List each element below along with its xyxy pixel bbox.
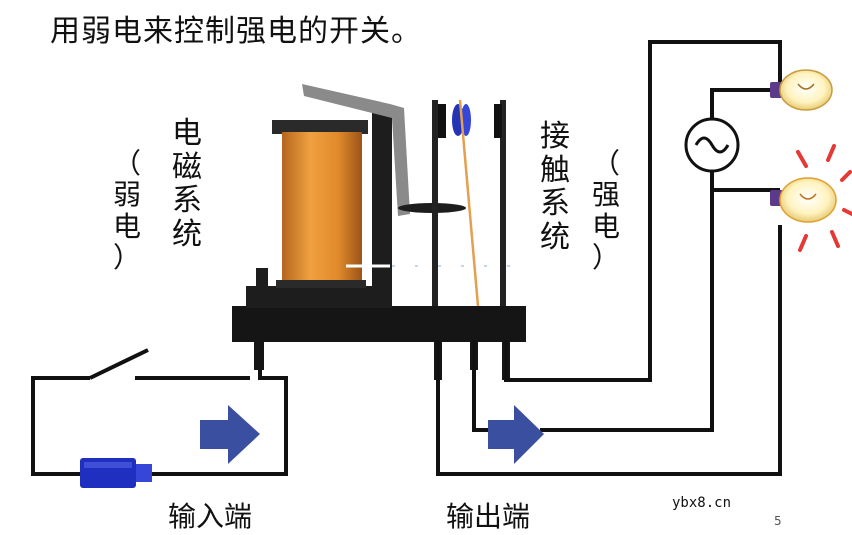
output-wire-lamp2 — [710, 170, 780, 192]
input-terminal-label: 输入端 — [168, 500, 253, 533]
relay-base — [232, 306, 526, 342]
coil-icon — [282, 132, 362, 284]
input-circuit — [31, 340, 288, 476]
strong-power-label: （ 强 电 ） — [592, 147, 621, 275]
label-char: 磁 — [172, 149, 202, 185]
ac-source-icon — [684, 117, 740, 173]
lightbulb-icon — [770, 69, 833, 111]
label-char: 统 — [540, 219, 570, 255]
label-char: ） — [113, 241, 142, 275]
input-wire-left — [31, 376, 90, 476]
contact-system-label: 接 触 系 统 — [540, 120, 570, 254]
input-arrow-icon — [200, 405, 260, 464]
label-char: 电 — [113, 209, 142, 243]
switch-icon — [89, 348, 149, 380]
base-pin — [254, 340, 264, 370]
output-terminal-label: 输出端 — [446, 500, 531, 533]
yoke-bottom — [246, 286, 392, 308]
label-char: （ — [592, 147, 621, 180]
label-char: ） — [592, 241, 621, 275]
output-wire-inner — [472, 340, 490, 432]
contact-post-left — [432, 100, 438, 306]
output-arrow-icon — [488, 405, 544, 464]
label-char: 触 — [540, 152, 570, 188]
watermark: ybx8.cn — [672, 495, 732, 511]
label-char: 接 — [540, 119, 570, 154]
armature — [302, 84, 410, 216]
label-char: 系 — [540, 186, 570, 222]
label-char: 电 — [592, 209, 621, 243]
spring-blade — [458, 99, 480, 307]
input-wire-right — [152, 340, 288, 476]
label-char: （ — [113, 147, 142, 180]
page-number: 5 — [774, 514, 782, 528]
output-wire-top — [504, 40, 782, 382]
label-char: 电 — [172, 116, 202, 151]
yoke-vertical — [372, 112, 392, 306]
output-wire-mid — [540, 88, 780, 432]
page-title: 用弱电来控制强电的开关。 — [50, 14, 422, 49]
label-char: 系 — [172, 183, 202, 219]
label-char: 弱 — [113, 178, 142, 212]
label-char: 强 — [592, 178, 621, 212]
output-circuit — [436, 40, 782, 476]
output-wire-outer — [436, 225, 782, 476]
lit-lightbulb-icon — [770, 144, 852, 252]
electromagnetic-system-label: 电 磁 系 统 — [172, 117, 202, 251]
coil-cap-top — [272, 120, 368, 134]
weak-power-label: （ 弱 电 ） — [113, 147, 142, 275]
battery-icon — [80, 458, 152, 488]
contact-post-right — [500, 100, 506, 306]
label-char: 统 — [172, 216, 202, 252]
